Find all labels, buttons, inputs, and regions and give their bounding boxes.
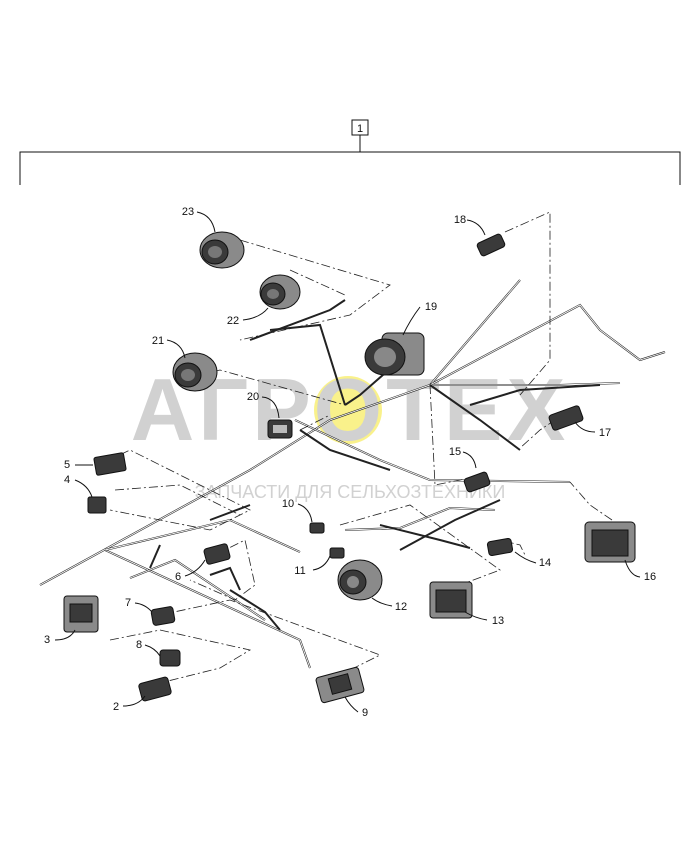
callout-6: 6: [175, 571, 181, 583]
callout-5: 5: [64, 459, 70, 471]
callout-labels: 23 22 21 19 18 17 20 5 4 3 6 7 8 2 9 10 …: [44, 206, 656, 719]
callout-2: 2: [113, 701, 119, 713]
callout-12: 12: [395, 601, 407, 613]
callout-19: 19: [425, 301, 437, 313]
connectors: [63, 231, 636, 704]
callout-10: 10: [282, 498, 294, 510]
watermark-tagline: ЗАПЧАСТИ ДЛЯ СЕЛЬХОЗТЕХНИКИ: [195, 482, 506, 502]
watermark-gear-icon: [314, 376, 382, 444]
connector-16: [584, 521, 636, 563]
round-connector-21: [172, 352, 218, 392]
connector-7: [150, 606, 176, 626]
callout-20: 20: [247, 391, 259, 403]
round-connector-23: [199, 231, 245, 269]
assembly-bracket: 1: [19, 119, 681, 185]
assembly-callout: 1: [357, 123, 363, 135]
connector-15: [463, 471, 491, 493]
connector-13: [429, 581, 473, 619]
callout-9: 9: [362, 707, 368, 719]
inline-connector-17: [548, 405, 584, 431]
terminal-10: [309, 522, 325, 534]
terminal-11: [329, 547, 345, 559]
callout-17: 17: [599, 427, 611, 439]
connector-5: [93, 452, 127, 476]
connector-8: [159, 649, 181, 667]
callout-7: 7: [125, 597, 131, 609]
connector-4: [87, 496, 107, 514]
callout-3: 3: [44, 634, 50, 646]
callout-11: 11: [294, 565, 305, 577]
connector-6: [203, 543, 231, 565]
connector-3: [63, 595, 99, 633]
callout-14: 14: [539, 557, 551, 569]
callout-4: 4: [64, 474, 70, 486]
connector-20: [267, 419, 293, 439]
connector-2: [138, 676, 172, 702]
callout-18: 18: [454, 214, 466, 226]
callout-23: 23: [182, 206, 194, 218]
callout-16: 16: [644, 571, 656, 583]
connector-9: [315, 666, 365, 704]
callout-8: 8: [136, 639, 142, 651]
callout-leaders: [54, 211, 641, 713]
connector-14: [486, 537, 514, 557]
callout-13: 13: [492, 615, 504, 627]
callout-21: 21: [152, 335, 164, 347]
harness-wires: [39, 279, 666, 669]
inline-connector-18: [476, 233, 506, 257]
round-connector-22: [259, 274, 301, 310]
round-connector-12: [337, 559, 383, 601]
callout-15: 15: [449, 446, 461, 458]
round-connector-19: [364, 332, 425, 376]
callout-22: 22: [227, 315, 239, 327]
